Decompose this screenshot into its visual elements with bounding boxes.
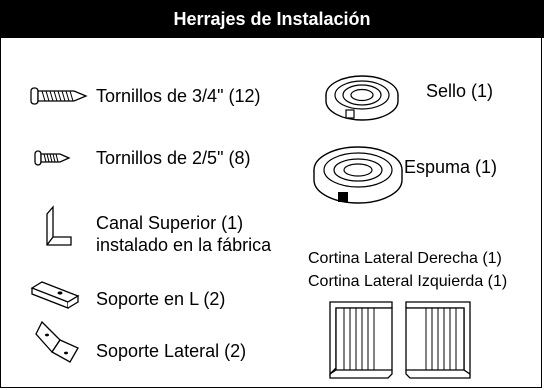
short-screw-icon [34,149,71,172]
side-bracket-label: Soporte Lateral (2) [96,341,247,361]
top-channel-label: Canal Superior (1) [96,213,244,233]
header-bar: Herrajes de Instalación [0,0,544,38]
right-side-curtain-label: Cortina Lateral Derecha (1) [308,250,502,267]
side-bracket-icon [34,320,80,371]
right-side-curtain-icon [328,300,396,385]
l-bracket-label: Soporte en L (2) [96,289,226,309]
foam-coil-icon [312,144,404,211]
left-side-curtain-icon [404,300,474,385]
long-screw-icon [30,86,88,111]
header-title: Herrajes de Instalación [173,9,371,29]
long-screw-label: Tornillos de 3/4" (12) [96,86,261,106]
seal-coil-icon [324,74,400,127]
top-channel-icon [44,205,74,253]
left-side-curtain-label: Cortina Lateral Izquierda (1) [308,273,508,290]
short-screw-label: Tornillos de 2/5" (8) [96,148,251,168]
l-bracket-icon [30,278,82,317]
seal-label: Sello (1) [426,81,494,101]
foam-label: Espuma (1) [404,157,498,177]
top-channel-note: instalado en la fábrica [96,235,272,255]
